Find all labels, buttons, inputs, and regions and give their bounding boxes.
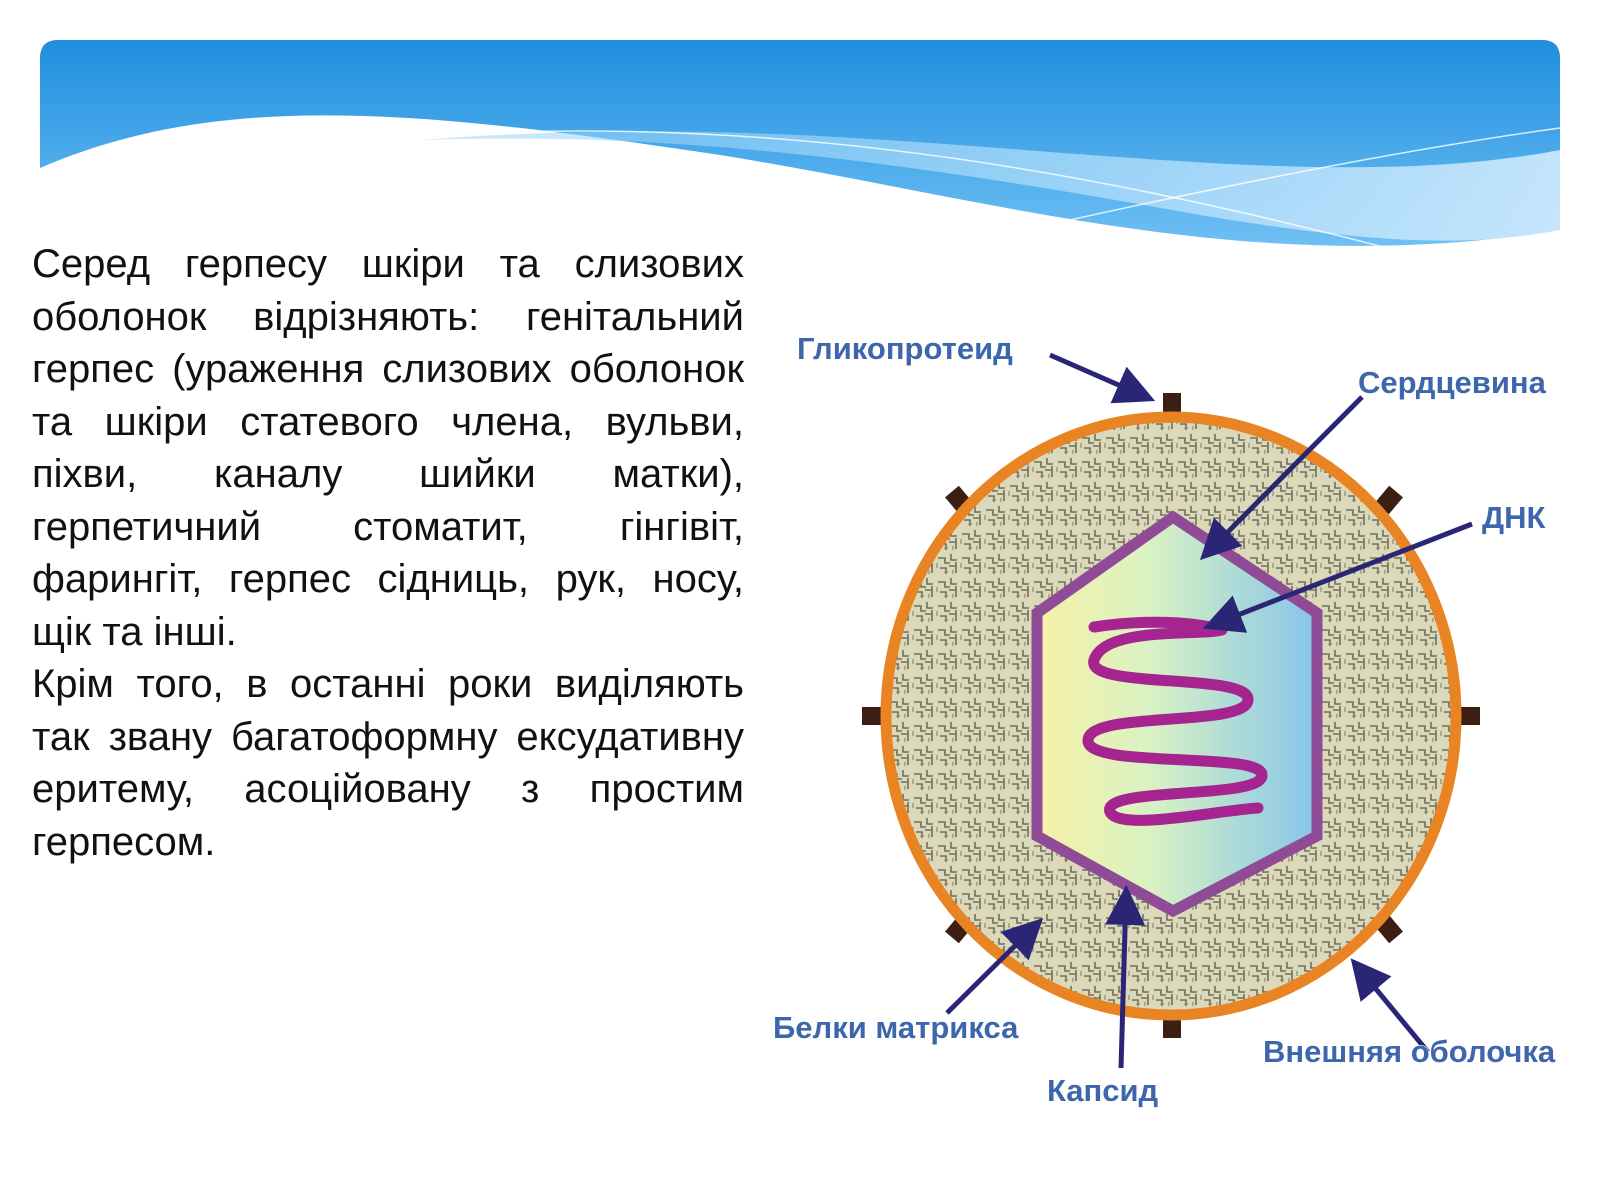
- description-text: Серед герпесу шкіри та слизових оболонок…: [32, 238, 744, 868]
- arrow-envelope: [1350, 958, 1430, 1054]
- glycoprotein-spike: [1163, 393, 1181, 417]
- label-dna: ДНК: [1482, 500, 1545, 535]
- label-matrix-proteins: Белки матрикса: [773, 1010, 1019, 1045]
- arrow-glycoprotein: [1048, 352, 1156, 404]
- arrow-capsid: [1105, 885, 1146, 1069]
- arrow-matrix-proteins: [945, 917, 1044, 1015]
- label-glycoprotein: Гликопротеид: [797, 331, 1013, 366]
- arrow-dna: [1202, 521, 1473, 633]
- label-capsid: Капсид: [1047, 1073, 1159, 1108]
- banner-wave-line-2: [989, 127, 1561, 239]
- header-wave-banner: [40, 40, 1561, 263]
- paragraph-herpes-types: Серед герпесу шкіри та слизових оболонок…: [32, 242, 744, 654]
- glycoprotein-spike: [862, 707, 886, 725]
- glycoprotein-spike: [1456, 707, 1480, 725]
- paragraph-erythema: Крім того, в останні роки виділяють так …: [32, 662, 744, 864]
- banner-wave-light: [420, 131, 1560, 241]
- herpes-virus-diagram: Гликопротеид Сердцевина ДНК Белки матрик…: [772, 330, 1556, 1108]
- label-core: Сердцевина: [1358, 365, 1547, 400]
- dna-strand: [1082, 616, 1268, 826]
- arrow-core: [1199, 395, 1364, 561]
- banner-wave-line-1: [479, 130, 1441, 263]
- label-envelope: Внешняя оболочка: [1263, 1034, 1556, 1069]
- pointer-arrows: [945, 352, 1473, 1069]
